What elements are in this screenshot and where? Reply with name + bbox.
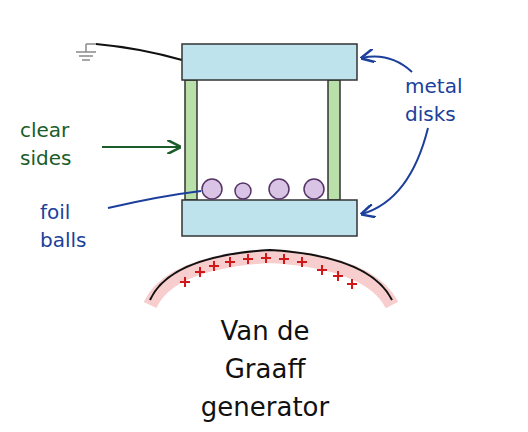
part-label: foil balls xyxy=(40,198,108,254)
charge-shading xyxy=(150,256,392,305)
part-label: metal disks xyxy=(405,72,485,128)
plus-charges xyxy=(180,253,357,289)
leader-line xyxy=(108,191,201,208)
leader-arrow xyxy=(362,128,428,214)
metal-disk xyxy=(182,44,357,80)
part-label: clear sides xyxy=(20,116,100,172)
ground-symbol xyxy=(76,44,96,60)
ground-wire xyxy=(86,43,96,45)
foil-ball xyxy=(202,179,324,199)
leader-arrow xyxy=(362,57,412,72)
clear-side xyxy=(328,80,340,200)
leader-arrow xyxy=(102,146,180,148)
ground-wire xyxy=(96,44,182,60)
clear-side xyxy=(185,80,197,200)
metal-disk xyxy=(182,200,357,236)
generator-label: Van de Graaff generator xyxy=(180,312,350,426)
generator-dome xyxy=(150,250,392,300)
